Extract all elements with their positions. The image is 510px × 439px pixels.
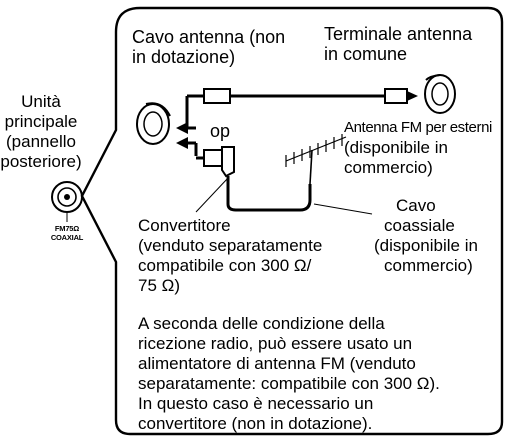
terminal-label: Terminale antenna in comune [324,24,473,64]
outdoor-antenna-icon [285,134,347,185]
antenna-cable [176,88,418,156]
outdoor-antenna-label: Antenna FM per esterni (disponibile in c… [344,119,492,177]
jack-label: FM75Ω COAXIAL [50,224,84,242]
converter-label: Convertitore (venduto separatamente comp… [138,216,323,295]
note-text: A seconda delle condizione della ricezio… [138,314,440,433]
fm-coaxial-jack [51,181,83,222]
panel-frame [80,6,504,436]
coaxial-cable [226,184,312,212]
terminal-connector-icon [424,74,456,114]
unit-label: Unità principale (pannello posteriore) [0,92,82,171]
leader-coax [313,203,373,215]
converter-icon [196,146,235,196]
leader-converter [195,177,229,213]
or-label: op [210,121,231,141]
cable-label: Cavo antenna (non in dotazione) [132,27,286,67]
left-connector-icon [136,102,171,145]
coax-label: Cavo coassiale (disponibile in commercio… [374,196,478,275]
